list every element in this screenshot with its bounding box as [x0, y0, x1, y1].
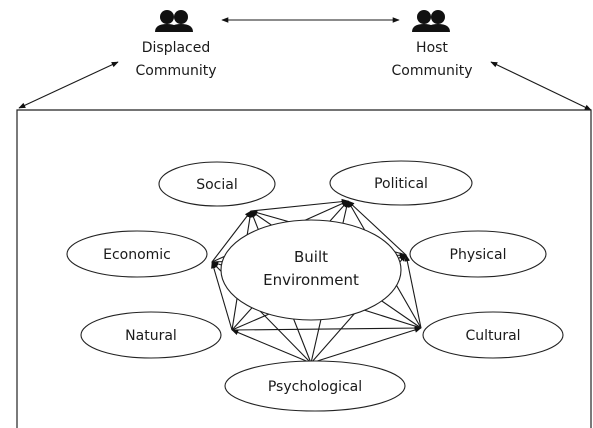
context-frame — [16, 109, 592, 428]
node-social-label: Social — [196, 177, 238, 193]
node-social: Social — [158, 161, 276, 207]
node-psychological-label: Psychological — [268, 379, 362, 395]
node-cultural: Cultural — [422, 311, 564, 359]
center-label-line1: Built — [294, 248, 328, 266]
host-community-label-line1: Host — [416, 40, 448, 56]
node-cultural-label: Cultural — [465, 328, 520, 344]
host-community-label-line2: Community — [391, 63, 472, 79]
host-community-icon — [412, 10, 450, 32]
node-political: Political — [329, 160, 473, 206]
node-economic: Economic — [66, 230, 208, 278]
displaced-community-label-line1: Displaced — [142, 40, 211, 56]
node-built-environment: Built Environment — [220, 219, 402, 321]
node-political-label: Political — [374, 176, 428, 192]
displaced-community-label-line2: Community — [135, 63, 216, 79]
center-label-line2: Environment — [263, 271, 359, 289]
host-to-frame-arrow — [490, 61, 592, 111]
node-psychological: Psychological — [224, 360, 406, 412]
displaced-community-icon — [155, 10, 193, 32]
node-natural: Natural — [80, 311, 222, 359]
node-physical: Physical — [409, 230, 547, 278]
node-economic-label: Economic — [103, 247, 171, 263]
node-natural-label: Natural — [125, 328, 177, 344]
node-physical-label: Physical — [450, 247, 507, 263]
displaced-to-frame-arrow — [18, 61, 119, 109]
